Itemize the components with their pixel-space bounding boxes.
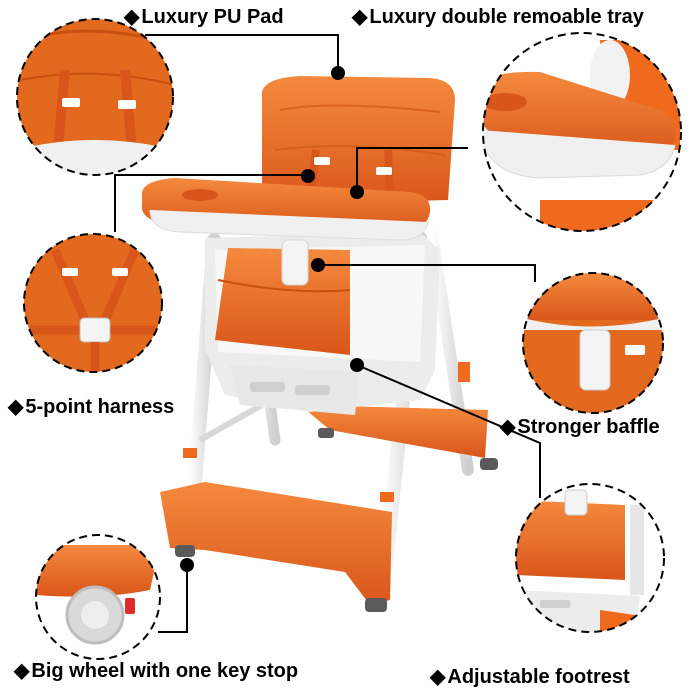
callout-pu-pad: ◆Luxury PU Pad (124, 6, 284, 28)
harness-dot (301, 169, 315, 183)
baffle-line (318, 264, 536, 282)
callout-footrest-text: Adjustable footrest (447, 666, 630, 688)
callout-pu-pad-text: Luxury PU Pad (141, 6, 284, 28)
callout-harness-text: 5-point harness (25, 396, 175, 418)
detail-harness (23, 233, 163, 373)
diamond-icon: ◆ (14, 660, 30, 682)
callout-wheel-text: Big wheel with one key stop (31, 660, 299, 682)
diamond-icon: ◆ (8, 396, 24, 418)
detail-wheel (35, 534, 161, 660)
detail-baffle (522, 272, 664, 414)
detail-tray (482, 32, 682, 232)
tray-dot (350, 185, 364, 199)
pu-pad-line (145, 34, 339, 72)
wheel-dot (180, 558, 194, 572)
callout-tray-text: Luxury double remoable tray (369, 6, 644, 28)
diamond-icon: ◆ (430, 666, 446, 688)
callout-footrest: ◆Adjustable footrest (430, 666, 630, 688)
callout-baffle: ◆Stronger baffle (500, 416, 660, 438)
tray-line (356, 147, 468, 192)
high-chair (141, 76, 498, 612)
diamond-icon: ◆ (124, 6, 140, 28)
footrest-dot (350, 358, 364, 372)
pu-pad-dot (331, 66, 345, 80)
wheel-line (158, 565, 188, 633)
diamond-icon: ◆ (500, 416, 516, 438)
callout-baffle-text: Stronger baffle (517, 416, 660, 438)
callout-lines (114, 34, 541, 633)
callout-wheel: ◆Big wheel with one key stop (14, 660, 298, 682)
diamond-icon: ◆ (352, 6, 368, 28)
detail-footrest (515, 483, 665, 633)
callout-harness: ◆5-point harness (8, 396, 174, 418)
callout-tray: ◆Luxury double remoable tray (352, 6, 644, 28)
footrest-line (356, 364, 541, 498)
harness-line (114, 174, 308, 232)
baffle-dot (311, 258, 325, 272)
detail-pu-pad (16, 18, 174, 176)
